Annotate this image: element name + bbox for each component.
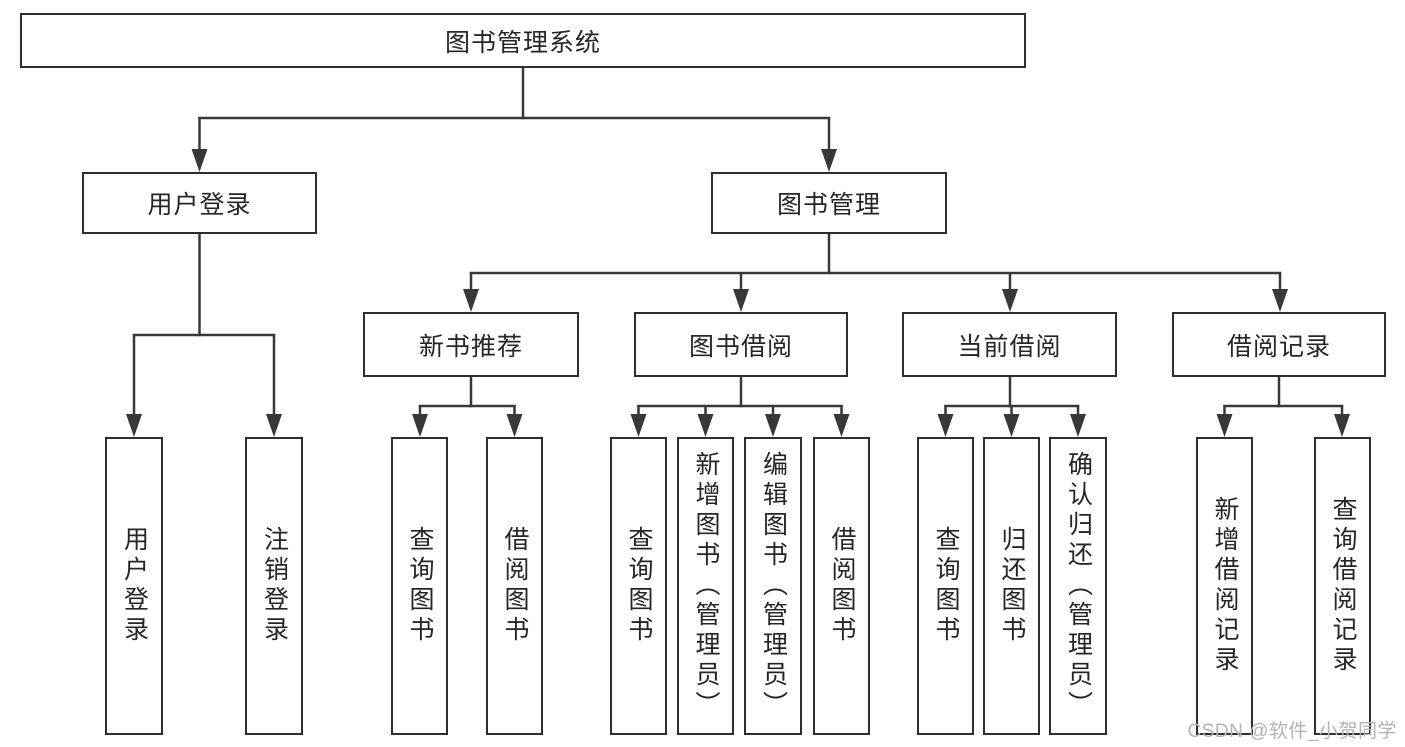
node-leaf-bb-query-books: 查询图书: [610, 437, 667, 735]
node-user-login: 用户登录: [82, 172, 317, 234]
node-leaf-bb-edit-books-admin: 编辑图书（管理员）: [744, 437, 802, 735]
node-book-management: 图书管理: [711, 172, 947, 234]
connector-user-login-to-leaves: [126, 234, 282, 437]
connector-root-to-level2: [191, 68, 837, 172]
node-leaf-bb-add-books-admin: 新增图书（管理员）: [677, 437, 734, 735]
node-leaf-nbr-query-books: 查询图书: [391, 437, 448, 735]
connector-current-borrow-to-leaves: [937, 377, 1086, 437]
node-root-system: 图书管理系统: [20, 13, 1026, 68]
connector-book-mgmt-to-level3: [463, 234, 1288, 312]
node-new-book-recommend: 新书推荐: [363, 312, 579, 377]
connector-borrow-records-to-leaves: [1216, 377, 1350, 437]
node-leaf-nbr-borrow-books: 借阅图书: [486, 437, 543, 735]
node-leaf-cb-return-books: 归还图书: [983, 437, 1040, 735]
node-leaf-logout: 注销登录: [245, 437, 303, 735]
node-leaf-cb-confirm-return-admin: 确认归还（管理员）: [1049, 437, 1107, 735]
node-leaf-bb-borrow-books: 借阅图书: [813, 437, 870, 735]
connector-new-book-rec-to-leaves: [412, 377, 523, 437]
node-borrow-records: 借阅记录: [1172, 312, 1386, 377]
node-leaf-user-login: 用户登录: [105, 437, 163, 735]
node-current-borrow: 当前借阅: [902, 312, 1117, 377]
node-book-borrow: 图书借阅: [634, 312, 848, 377]
csdn-watermark: CSDN @软件_小贺同学: [1187, 721, 1397, 742]
node-leaf-br-query-record: 查询借阅记录: [1314, 437, 1371, 735]
connector-book-borrow-to-leaves: [630, 377, 850, 437]
node-leaf-cb-query-books: 查询图书: [917, 437, 974, 735]
node-leaf-br-add-record: 新增借阅记录: [1196, 437, 1253, 735]
